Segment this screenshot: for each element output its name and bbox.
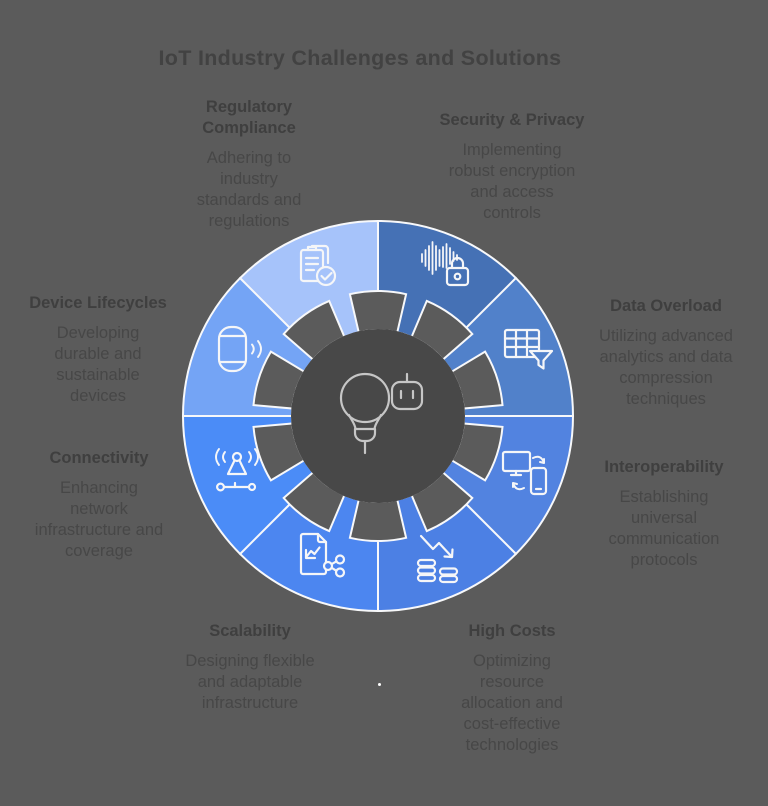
device-sync-icon [501,450,548,496]
segment-body: Utilizing advanced analytics and data co… [599,327,733,408]
segment-label-interoperability: Interoperability Establishing universal … [564,457,764,571]
segment-body: Optimizing resource allocation and cost-… [461,652,563,754]
segment-label-high-costs: High Costs Optimizing resource allocatio… [412,621,612,756]
segment-heading: Regulatory Compliance [202,98,296,137]
segment-label-device-lifecycles: Device Lifecycles Developing durable and… [0,293,196,407]
segment-body: Implementing robust encryption and acces… [448,141,576,222]
segment-heading: Data Overload [610,297,722,315]
segment-label-data-overload: Data Overload Utilizing advanced analyti… [566,296,766,410]
clipboard-check-icon [299,244,337,287]
declining-costs-icon [416,534,459,584]
segment-label-security-privacy: Security & Privacy Implementing robust e… [412,110,612,224]
segment-body: Establishing universal communication pro… [608,488,720,569]
segment-heading: Scalability [209,622,291,640]
segment-heading: Security & Privacy [439,111,585,129]
stray-dot [378,683,381,686]
segment-heading: Device Lifecycles [29,294,167,312]
segment-body: Adhering to industry standards and regul… [196,149,302,230]
gear-tooth [348,290,408,334]
wearable-device-icon [217,325,262,373]
segment-heading: Interoperability [604,458,724,476]
document-chart-share-icon [299,532,346,578]
segment-body: Enhancing network infrastructure and cov… [34,479,164,560]
segment-label-scalability: Scalability Designing flexible and adapt… [150,621,350,714]
page-title: IoT Industry Challenges and Solutions [158,46,562,70]
segment-body: Designing flexible and adaptable infrast… [185,652,315,712]
segment-heading: Connectivity [49,449,149,467]
gear-tooth [348,498,408,542]
segment-body: Developing durable and sustainable devic… [54,324,142,405]
lightbulb-robot-icon [339,372,424,455]
segment-heading: High Costs [468,622,556,640]
hub-circle [291,329,465,503]
segment-label-connectivity: Connectivity Enhancing network infrastru… [0,448,198,562]
antenna-network-icon [215,448,259,492]
table-filter-icon [503,328,554,370]
waveform-lock-icon [421,241,470,287]
segment-label-regulatory-compliance: Regulatory Compliance Adhering to indust… [149,97,349,232]
